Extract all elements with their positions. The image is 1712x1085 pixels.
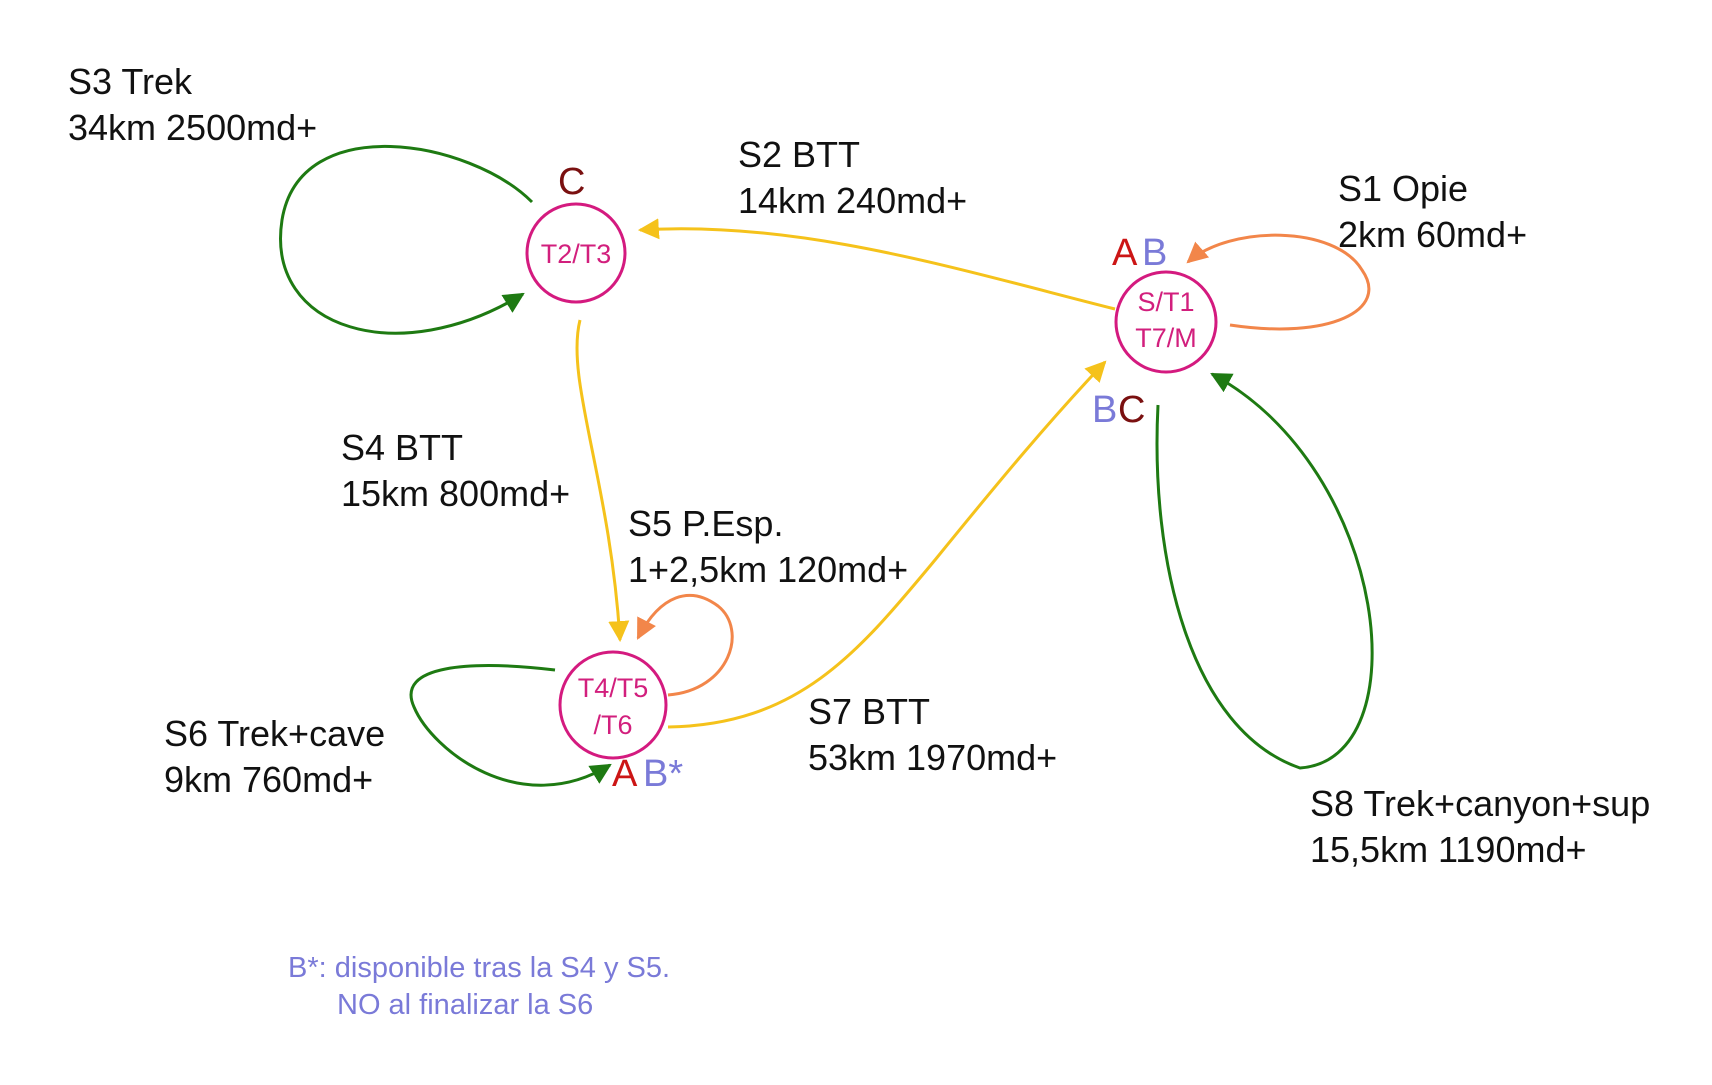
segment-s8-stats: 15,5km 1190md+ bbox=[1310, 829, 1587, 870]
edge-s1-short-loop bbox=[1186, 233, 1371, 331]
edge-s8-trek-loop bbox=[1155, 372, 1374, 770]
segment-s7-stats: 53km 1970md+ bbox=[808, 737, 1057, 778]
segment-label-s7: S7 BTT 53km 1970md+ bbox=[808, 691, 1057, 778]
segment-s6-title: S6 Trek+cave bbox=[164, 713, 385, 754]
node-t4-label-line1: T4/T5 bbox=[578, 673, 649, 703]
segment-s1-stats: 2km 60md+ bbox=[1338, 214, 1527, 255]
segment-label-s5: S5 P.Esp. 1+2,5km 120md+ bbox=[628, 503, 908, 590]
checkpoint-c-start-lower: C bbox=[1118, 389, 1145, 431]
edge-s2-bike bbox=[637, 218, 1116, 311]
edge-s4-bike bbox=[575, 319, 630, 643]
segment-s5-stats: 1+2,5km 120md+ bbox=[628, 549, 908, 590]
edge-s3-trek-loop bbox=[279, 145, 534, 335]
node-start-finish: S/T1 T7/M bbox=[1114, 270, 1218, 374]
node-t4-t5-t6: T4/T5 /T6 bbox=[558, 650, 668, 760]
segment-s1-title: S1 Opie bbox=[1338, 168, 1468, 209]
footnote-line2: NO al finalizar la S6 bbox=[337, 989, 593, 1021]
checkpoint-b-start-lower: B bbox=[1092, 389, 1117, 431]
footnote: B*: disponible tras la S4 y S5. NO al fi… bbox=[288, 952, 670, 1021]
node-t2-t3: T2/T3 bbox=[525, 202, 627, 304]
segment-s3-title: S3 Trek bbox=[68, 61, 193, 102]
segment-label-s2: S2 BTT 14km 240md+ bbox=[738, 134, 967, 221]
segment-s5-title: S5 P.Esp. bbox=[628, 503, 783, 544]
checkpoint-a-start: A bbox=[1112, 232, 1138, 274]
segment-label-s1: S1 Opie 2km 60md+ bbox=[1338, 168, 1527, 255]
segment-label-s8: S8 Trek+canyon+sup 15,5km 1190md+ bbox=[1310, 783, 1650, 870]
checkpoint-b-start: B bbox=[1142, 232, 1167, 274]
segment-s2-title: S2 BTT bbox=[738, 134, 860, 175]
segment-label-s4: S4 BTT 15km 800md+ bbox=[341, 427, 570, 514]
segment-label-s6: S6 Trek+cave 9km 760md+ bbox=[164, 713, 385, 800]
checkpoint-a-t4: A bbox=[612, 753, 638, 795]
edge-s7-bike bbox=[667, 360, 1107, 729]
segment-s4-title: S4 BTT bbox=[341, 427, 463, 468]
segment-s3-stats: 34km 2500md+ bbox=[68, 107, 317, 148]
segment-s4-stats: 15km 800md+ bbox=[341, 473, 570, 514]
segment-s6-stats: 9km 760md+ bbox=[164, 759, 373, 800]
segment-s7-title: S7 BTT bbox=[808, 691, 930, 732]
segment-s2-stats: 14km 240md+ bbox=[738, 180, 967, 221]
edge-s6-trek-loop bbox=[409, 664, 612, 787]
footnote-line1: B*: disponible tras la S4 y S5. bbox=[288, 952, 670, 984]
node-t4-label-line2: /T6 bbox=[593, 710, 632, 740]
checkpoint-b-star-t4: B* bbox=[643, 753, 683, 795]
segment-label-s3: S3 Trek 34km 2500md+ bbox=[68, 61, 317, 148]
checkpoint-c-top: C bbox=[558, 161, 585, 203]
edge-s5-short-loop bbox=[636, 593, 734, 697]
node-start-label-line2: T7/M bbox=[1135, 323, 1197, 353]
node-t2-t3-label: T2/T3 bbox=[541, 239, 612, 269]
node-start-label-line1: S/T1 bbox=[1137, 287, 1194, 317]
segment-s8-title: S8 Trek+canyon+sup bbox=[1310, 783, 1650, 824]
